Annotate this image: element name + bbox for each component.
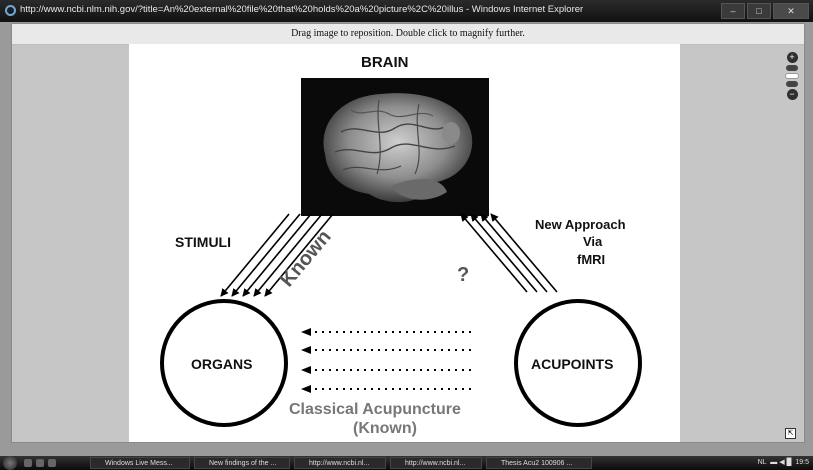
acupuncture-diagram: Known [160,78,642,427]
image-viewer: Drag image to reposition. Double click t… [11,23,805,443]
close-button[interactable]: ✕ [773,3,809,19]
organs-label: ORGANS [191,356,253,372]
ie-icon [5,5,16,16]
approach-line-3: fMRI [577,252,606,267]
zoom-in-icon[interactable]: + [786,52,798,63]
approach-line-2: Via [583,234,603,249]
taskbar-item[interactable]: http://www.ncbi.nl... [390,457,482,469]
taskbar: Windows Live Mess... New findings of the… [0,456,813,470]
taskbar-item[interactable]: Thesis Acu2 100906 ... [486,457,592,469]
expand-icon[interactable]: ⇱ [785,428,796,439]
stimuli-label: STIMULI [175,234,231,250]
fmri-arrows [460,213,558,293]
approach-line-1: New Approach [535,217,626,232]
language-indicator[interactable]: NL [757,459,767,466]
zoom-control: + − [785,52,799,102]
dotted-arrowheads [301,328,311,393]
window-controls: – □ ✕ [721,3,809,19]
taskbar-item[interactable]: Windows Live Mess... [90,457,190,469]
acupoints-circle [514,299,642,427]
brain-image [301,78,489,216]
minimize-button[interactable]: – [721,3,745,19]
taskbar-item[interactable]: http://www.ncbi.nl... [294,457,386,469]
show-desktop-icon[interactable] [24,459,32,467]
figure-canvas[interactable]: Known BRAIN STIMULI ? New Approach Via f… [129,44,680,442]
maximize-button[interactable]: □ [747,3,771,19]
clock[interactable]: 19:5 [795,459,809,466]
acupoints-label: ACUPOINTS [531,356,614,372]
zoom-level-segment[interactable] [786,81,798,87]
brain-label: BRAIN [361,54,409,71]
zoom-level-segment[interactable] [785,73,799,79]
ie-quicklaunch-icon[interactable] [36,459,44,467]
system-tray: NL ▬ ◀ █ 19:5 [757,459,809,466]
window-titlebar: http://www.ncbi.nlm.nih.gov/?title=An%20… [0,0,813,22]
app-quicklaunch-icon[interactable] [48,459,56,467]
question-mark: ? [457,264,470,286]
taskbar-item[interactable]: New findings of the ... [194,457,290,469]
window-title: http://www.ncbi.nlm.nih.gov/?title=An%20… [20,4,584,15]
organs-circle [160,299,288,427]
dotted-arrows [309,331,471,390]
stimuli-arrows [220,213,334,297]
zoom-out-icon[interactable]: − [786,89,798,100]
zoom-level-segment[interactable] [786,65,798,71]
start-button[interactable] [3,456,17,470]
classical-label-line-1: Classical Acupuncture [289,401,461,418]
viewer-hint: Drag image to reposition. Double click t… [12,24,804,45]
classical-label-line-2: (Known) [353,420,417,437]
